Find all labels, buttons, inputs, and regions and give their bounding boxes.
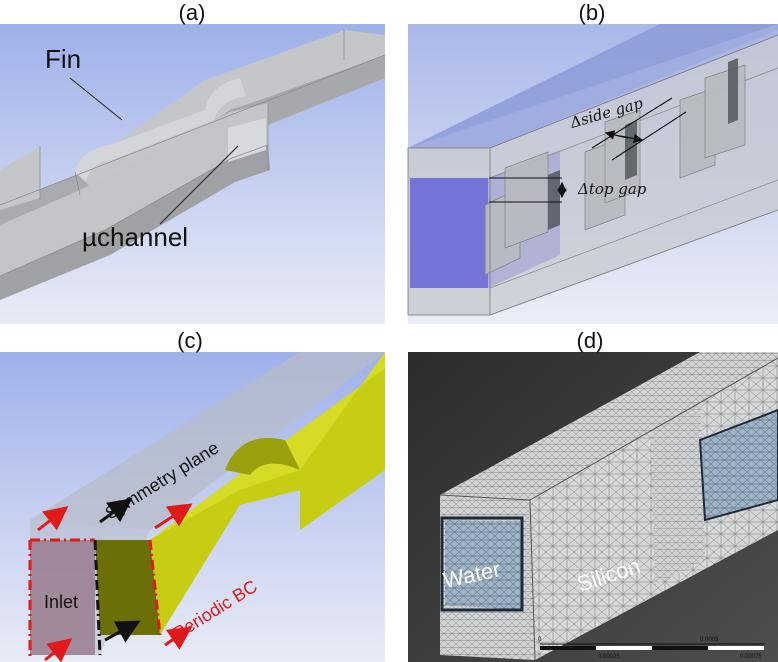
panel-d: Water Silicon 0 0.0005 0.00025 0.00075: [408, 352, 778, 662]
panel-b: Δtop gap Δside gap: [407, 24, 778, 324]
uchannel-leader-line: [159, 145, 239, 225]
side-gap-arrow-left: [604, 130, 629, 140]
periodic-arrow-bottom-left: [44, 638, 73, 662]
top-gap-label: Δtop gap: [577, 180, 647, 198]
panel-a-label: (a): [179, 0, 206, 25]
side-gap-line-1: [591, 97, 673, 149]
scale-tick-0: 0: [538, 637, 542, 643]
periodic-arrow-top-right: [154, 503, 193, 530]
side-gap-line-2: [611, 111, 687, 161]
scale-tick-0005: 0.0005: [700, 637, 719, 643]
panel-c: Symmetry plane Inlet Periodic BC: [0, 352, 385, 662]
uchannel-label: µchannel: [82, 222, 188, 252]
symmetry-arrow-bottom: [104, 620, 141, 643]
fin-label: Fin: [45, 44, 81, 74]
scale-bar: 0 0.0005 0.00025 0.00075: [538, 637, 765, 660]
panel-a: Fin µchannel: [0, 24, 386, 324]
scale-tick-000025: 0.00025: [598, 654, 620, 660]
periodic-arrow-top-left: [37, 506, 69, 532]
scale-tick-000075: 0.00075: [740, 654, 762, 660]
periodic-arrow-bottom-right: [164, 626, 193, 650]
panel-c-label: (c): [177, 328, 203, 353]
fin-leader-line: [69, 77, 123, 121]
panel-b-label: (b): [579, 0, 606, 25]
symmetry-arrow-top: [99, 498, 133, 524]
panel-d-label: (d): [577, 328, 604, 353]
inlet-face: [30, 540, 95, 655]
water-region: [445, 520, 522, 610]
inlet-label: Inlet: [44, 592, 78, 612]
